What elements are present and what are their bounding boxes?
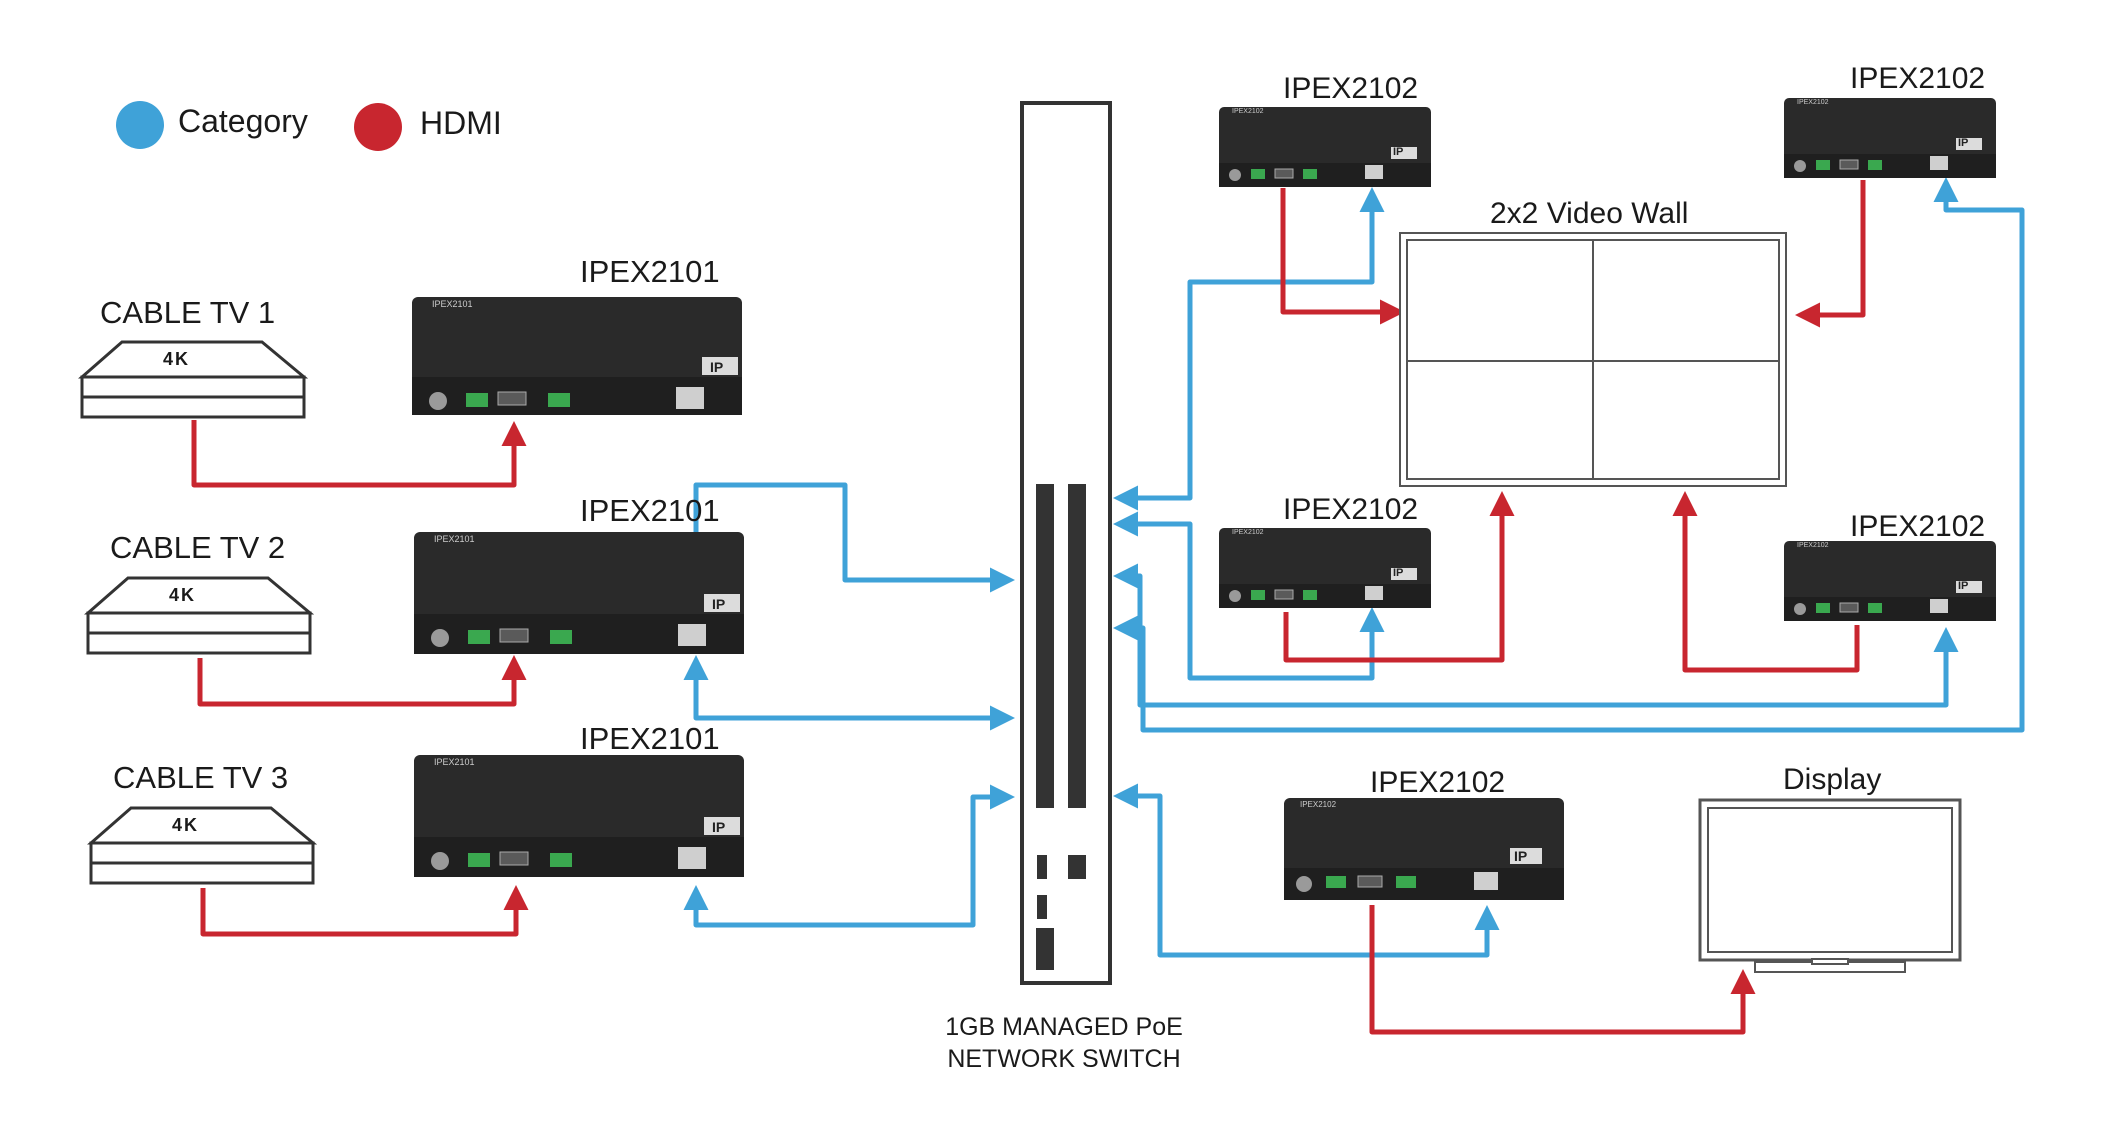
encoder-3 (414, 755, 744, 877)
category-cables (683, 177, 2025, 958)
category-cable-decoder-3 (1113, 177, 2025, 733)
encoder-3-logo: IP (712, 819, 726, 835)
decoder-1-label: IPEX2102 (1283, 72, 1419, 105)
decoder-5-logo: IP (1514, 848, 1528, 864)
category-cable-decoder-1 (1113, 187, 1385, 511)
decoder-5-label: IPEX2102 (1370, 766, 1506, 799)
cable-tv-box-1 (78, 340, 309, 419)
hdmi-cable-source-2 (197, 655, 527, 707)
hdmi-cable-decoder-3 (1795, 180, 1866, 328)
hdmi-cables (191, 180, 1866, 1035)
legend-hdmi-swatch (354, 103, 402, 151)
encoder-2-label: IPEX2101 (580, 493, 720, 528)
encoder-1-logo: IP (710, 359, 724, 375)
legend-category-label: Category (178, 103, 308, 139)
decoder-4-label: IPEX2102 (1850, 510, 1986, 543)
category-cable-encoder-3 (683, 784, 1015, 928)
switch-ports (1036, 484, 1086, 970)
hdmi-cable-source-3 (200, 885, 529, 937)
legend-hdmi-label: HDMI (420, 105, 502, 141)
hdmi-cable-decoder-1 (1280, 188, 1405, 325)
source-1-label: CABLE TV 1 (100, 295, 276, 330)
switch-label: 1GB MANAGED PoE NETWORK SWITCH (914, 1011, 1214, 1075)
encoder-2-model-print: IPEX2101 (434, 534, 475, 544)
category-cable-encoder-1 (683, 482, 1015, 593)
switch-label-line-2: NETWORK SWITCH (947, 1045, 1181, 1073)
video-wall-label: 2x2 Video Wall (1490, 197, 1689, 230)
source-2-label: CABLE TV 2 (110, 530, 286, 565)
encoder-3-model-print: IPEX2101 (434, 757, 475, 767)
hdmi-cable-decoder-4 (1672, 491, 1860, 673)
decoder-3 (1784, 98, 1996, 178)
decoder-2-model-print: IPEX2102 (1232, 529, 1264, 536)
decoder-2 (1219, 528, 1431, 608)
switch-label-line-1: 1GB MANAGED PoE (945, 1013, 1183, 1041)
decoder-1-model-print: IPEX2102 (1232, 108, 1264, 115)
encoder-1-label: IPEX2101 (580, 254, 720, 289)
category-cable-encoder-2 (683, 655, 1015, 731)
encoder-2 (414, 532, 744, 654)
decoder-4-model-print: IPEX2102 (1797, 542, 1829, 549)
hdmi-cable-decoder-2 (1283, 491, 1515, 663)
encoder-3-label: IPEX2101 (580, 721, 720, 756)
source-3-label: CABLE TV 3 (113, 760, 289, 795)
legend (116, 101, 402, 151)
decoder-5 (1284, 798, 1564, 900)
source-3-badge: 4K (172, 815, 200, 835)
encoder-1 (412, 297, 742, 415)
decoder-5-model-print: IPEX2102 (1300, 800, 1337, 809)
display-label: Display (1783, 763, 1882, 796)
decoder-2-logo: IP (1393, 567, 1404, 579)
legend-category-swatch (116, 101, 164, 149)
encoder-2-logo: IP (712, 596, 726, 612)
hdmi-cable-decoder-5 (1369, 905, 1756, 1035)
network-switch (1020, 101, 1112, 985)
decoder-3-model-print: IPEX2102 (1797, 99, 1829, 106)
decoder-4 (1784, 541, 1996, 621)
decoder-1 (1219, 107, 1431, 187)
hdmi-cable-source-1 (191, 420, 527, 488)
cable-tv-box-3 (87, 806, 318, 885)
encoder-1-model-print: IPEX2101 (432, 299, 473, 309)
decoder-2-label: IPEX2102 (1283, 493, 1419, 526)
video-wall (1399, 232, 1787, 487)
cable-tv-box-2 (84, 576, 315, 655)
display-monitor (1698, 798, 1962, 973)
decoder-4-logo: IP (1958, 580, 1969, 592)
decoder-3-label: IPEX2102 (1850, 62, 1986, 95)
source-1-badge: 4K (163, 349, 191, 369)
source-2-badge: 4K (169, 585, 197, 605)
category-cable-decoder-5 (1113, 783, 1500, 958)
decoder-1-logo: IP (1393, 146, 1404, 158)
decoder-3-logo: IP (1958, 137, 1969, 149)
